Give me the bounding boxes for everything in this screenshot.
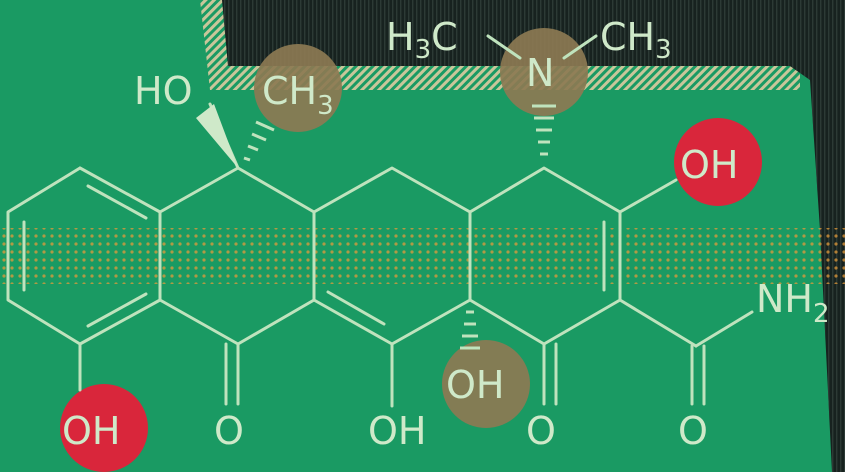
highlight-n	[500, 28, 588, 116]
wedge-bond	[196, 104, 238, 168]
label-oh-bottom-mid: OH	[368, 409, 426, 453]
highlight-oh-bottom-left	[60, 384, 148, 472]
highlight-oh-center	[442, 340, 530, 428]
halftone-band	[0, 228, 845, 284]
label-oh-center: OH	[446, 363, 504, 407]
label-o-1: O	[214, 409, 244, 453]
label-ch3-left: CH3	[262, 69, 334, 121]
highlight-ch3-left	[254, 44, 342, 132]
atom-labels: H3C N CH3 HO CH3 OH NH2 OH O OH OH O O	[62, 15, 830, 453]
label-h3c: H3C	[386, 15, 458, 65]
hashed-bonds	[243, 104, 556, 350]
label-oh-right: OH	[680, 143, 738, 187]
label-ho-top: HO	[134, 69, 192, 113]
bond-skeleton	[6, 34, 754, 408]
label-nh2: NH2	[756, 277, 830, 329]
label-o-2: O	[526, 409, 556, 453]
label-n: N	[526, 51, 554, 95]
label-o-3: O	[678, 409, 708, 453]
label-ch3-right: CH3	[600, 15, 672, 65]
highlight-oh-right	[674, 118, 762, 206]
label-oh-bottom-left: OH	[62, 409, 120, 453]
